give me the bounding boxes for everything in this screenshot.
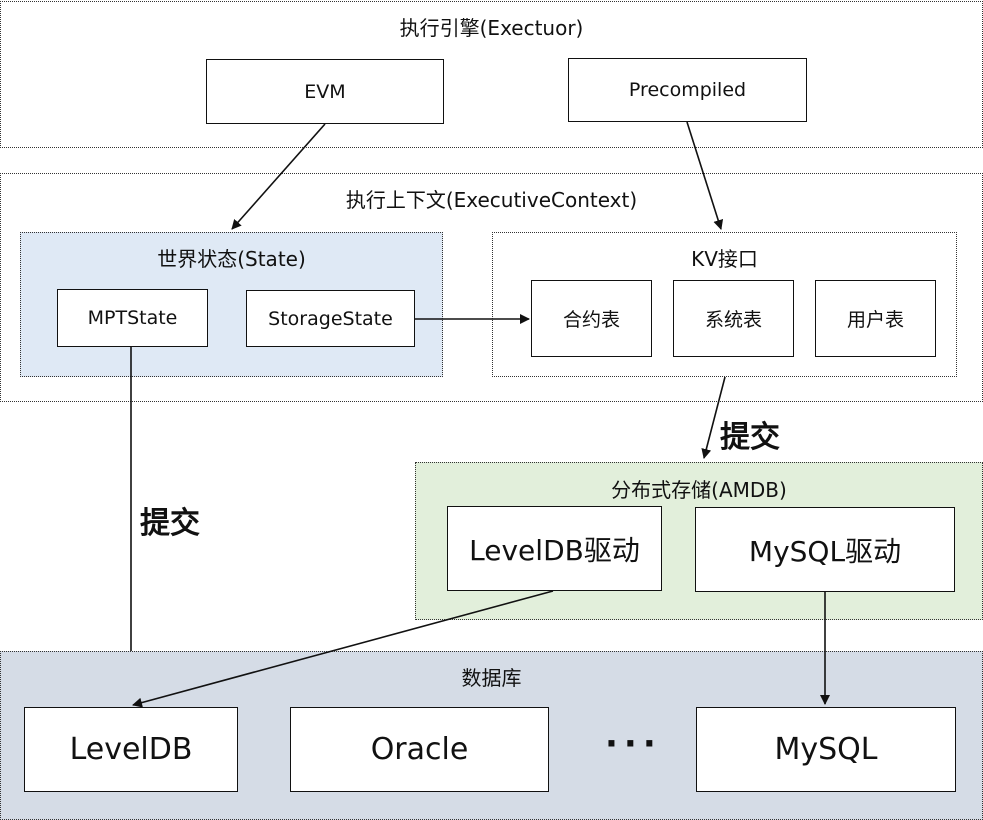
mpt-state-box: MPTState bbox=[57, 289, 208, 347]
user-table-box: 用户表 bbox=[815, 280, 936, 357]
more-databases-ellipsis: ··· bbox=[605, 724, 662, 764]
executor-group bbox=[0, 1, 983, 148]
kv-interface-title: KV接口 bbox=[691, 247, 758, 271]
contract-table-box: 合约表 bbox=[531, 280, 652, 357]
database-title: 数据库 bbox=[461, 666, 522, 690]
leveldb-driver-box: LevelDB驱动 bbox=[447, 506, 662, 591]
leveldb-box: LevelDB bbox=[24, 707, 238, 792]
executive-context-title: 执行上下文(ExecutiveContext) bbox=[345, 188, 638, 212]
oracle-box: Oracle bbox=[290, 707, 549, 792]
commit-label-kv: 提交 bbox=[720, 420, 780, 455]
mysql-driver-box: MySQL驱动 bbox=[695, 507, 955, 592]
executor-title: 执行引擎(Exectuor) bbox=[399, 16, 584, 40]
storage-state-box: StorageState bbox=[246, 290, 415, 347]
world-state-title: 世界状态(State) bbox=[157, 247, 306, 271]
precompiled-box: Precompiled bbox=[568, 58, 807, 122]
mysql-box: MySQL bbox=[696, 707, 956, 792]
amdb-title: 分布式存储(AMDB) bbox=[611, 478, 787, 502]
system-table-box: 系统表 bbox=[673, 280, 794, 357]
evm-box: EVM bbox=[206, 59, 444, 124]
commit-label-mpt: 提交 bbox=[140, 506, 200, 541]
